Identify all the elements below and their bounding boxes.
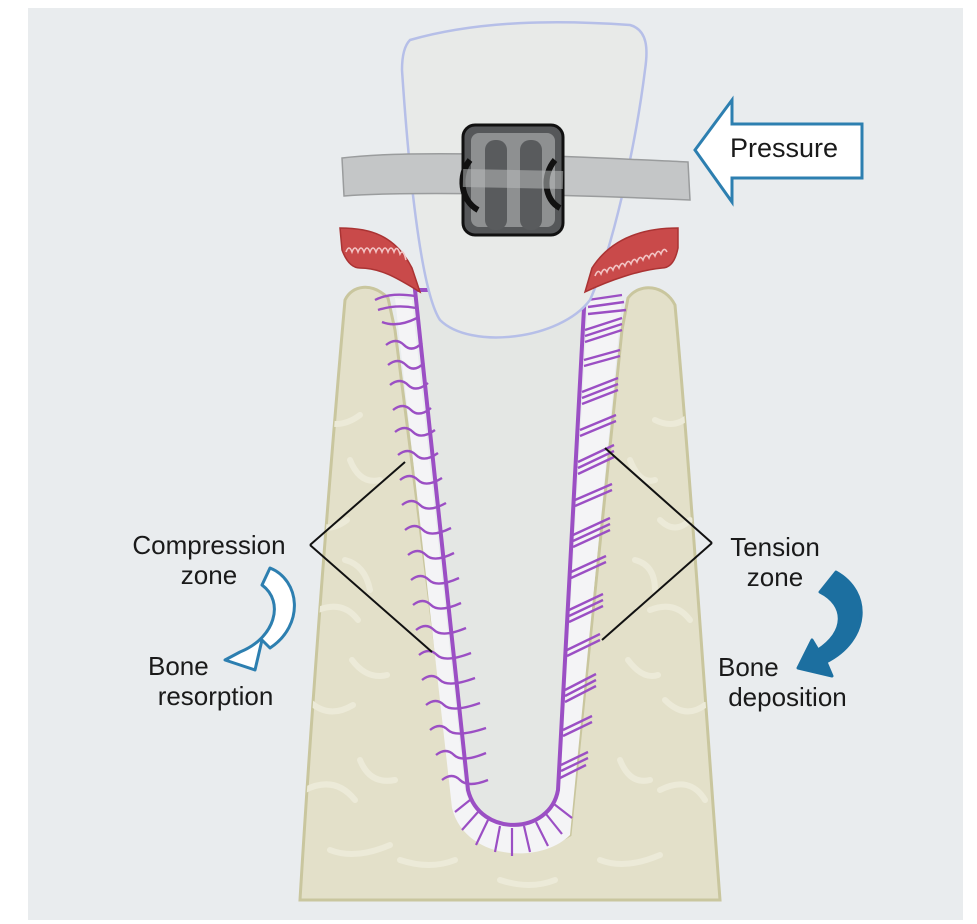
- bone-resorption-label: Bone resorption: [138, 651, 293, 711]
- gingiva-left: [340, 228, 420, 292]
- pressure-label: Pressure: [730, 133, 838, 164]
- tension-zone-label: Tension zone: [715, 532, 835, 592]
- tension-zone-label-line1: Tension: [715, 532, 835, 562]
- orthodontic-bracket: [462, 125, 563, 235]
- bone-resorption-label-line2: resorption: [138, 681, 293, 711]
- tension-zone-label-line2: zone: [715, 562, 835, 592]
- bone-deposition-label: Bone deposition: [710, 652, 865, 712]
- bone-resorption-label-line1: Bone: [138, 651, 293, 681]
- bone-deposition-label-line2: deposition: [710, 682, 865, 712]
- compression-zone-label-line2: zone: [110, 560, 308, 590]
- compression-zone-label: Compression zone: [110, 530, 308, 590]
- bone-deposition-label-line1: Bone: [710, 652, 865, 682]
- compression-zone-label-line1: Compression: [110, 530, 308, 560]
